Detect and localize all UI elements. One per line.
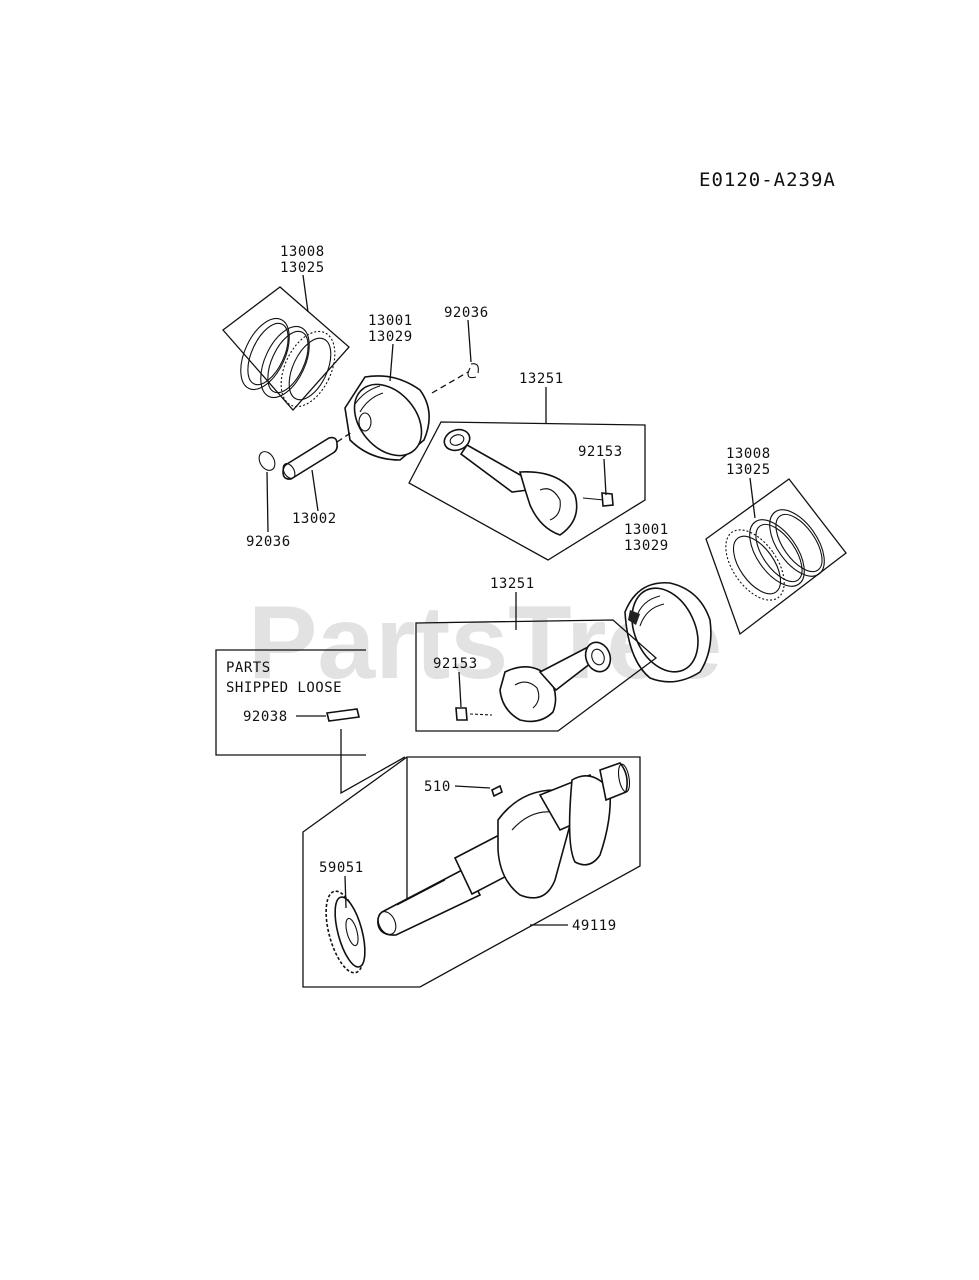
connecting-rod-mid-group[interactable]: [415, 619, 658, 732]
loose-line1: PARTS: [226, 660, 271, 676]
label-clip-top-right: 92036: [444, 305, 489, 321]
leader-piston-top: [389, 343, 394, 382]
bolt-mid: [455, 707, 493, 721]
label-piston-top-b: 13029: [368, 329, 413, 345]
axis-pin-top-right: [431, 371, 469, 394]
piston-pin-clip-bottom[interactable]: [256, 449, 278, 473]
bolt-top: [582, 492, 614, 507]
label-rings-right-b: 13025: [726, 462, 771, 478]
piston-right[interactable]: [619, 577, 712, 683]
ring-1: [240, 317, 290, 391]
label-bolt-mid: 92153: [433, 656, 478, 672]
piston-pin-clip-top[interactable]: [467, 363, 479, 379]
connecting-rod-mid: [499, 641, 612, 723]
label-piston-right-a: 13001: [624, 522, 669, 538]
label-piston-top-a: 13001: [368, 313, 413, 329]
ring-oil: [280, 330, 336, 408]
label-key-crank: 510: [424, 779, 451, 795]
label-bolt-top: 92153: [578, 444, 623, 460]
ring-right-oil: [725, 529, 785, 601]
label-rod-mid: 13251: [490, 576, 535, 592]
label-pin: 13002: [292, 511, 337, 527]
ring-right-2: [749, 519, 805, 587]
leader-bolt-top: [603, 458, 607, 496]
piston-pin[interactable]: [281, 436, 338, 481]
crankshaft-group[interactable]: [302, 756, 641, 988]
leader-pin: [311, 469, 319, 512]
piston-rings-right[interactable]: [705, 478, 847, 636]
leader-gear: [344, 875, 347, 909]
label-rings-top-a: 13008: [280, 244, 325, 260]
leader-clip-top-right: [467, 319, 472, 363]
piston-rings-top[interactable]: [222, 286, 350, 415]
label-rings-right-a: 13008: [726, 446, 771, 462]
label-rod-top: 13251: [519, 371, 564, 387]
leader-key-crank: [454, 785, 491, 789]
leader-clip-bottom-left: [266, 471, 269, 533]
connecting-rod-top-group[interactable]: [408, 421, 646, 561]
leader-rings-top: [302, 274, 309, 313]
label-clip-bottom-left: 92036: [246, 534, 291, 550]
leader-bolt-mid: [458, 671, 462, 708]
leader-key-loose-to-crank: [340, 729, 406, 795]
crank-key: [491, 784, 503, 798]
ring-2: [260, 325, 310, 399]
axis-pin-left: [336, 431, 353, 443]
diagram-code: E0120-A239A: [699, 169, 836, 191]
connecting-rod-top: [443, 428, 578, 536]
parts-shipped-loose-box: PARTS SHIPPED LOOSE: [215, 649, 366, 756]
leader-rings-right: [749, 477, 756, 519]
crankshaft: [377, 762, 631, 936]
crank-gear: [325, 890, 366, 974]
label-rings-top-b: 13025: [280, 260, 325, 276]
key-loose[interactable]: [326, 708, 360, 722]
loose-line2: SHIPPED LOOSE: [226, 680, 342, 696]
label-key-loose: 92038: [243, 709, 288, 725]
label-piston-right-b: 13029: [624, 538, 669, 554]
label-gear: 59051: [319, 860, 364, 876]
piston-top[interactable]: [341, 371, 435, 468]
label-crankshaft: 49119: [572, 918, 617, 934]
ring-right-1: [769, 509, 825, 577]
